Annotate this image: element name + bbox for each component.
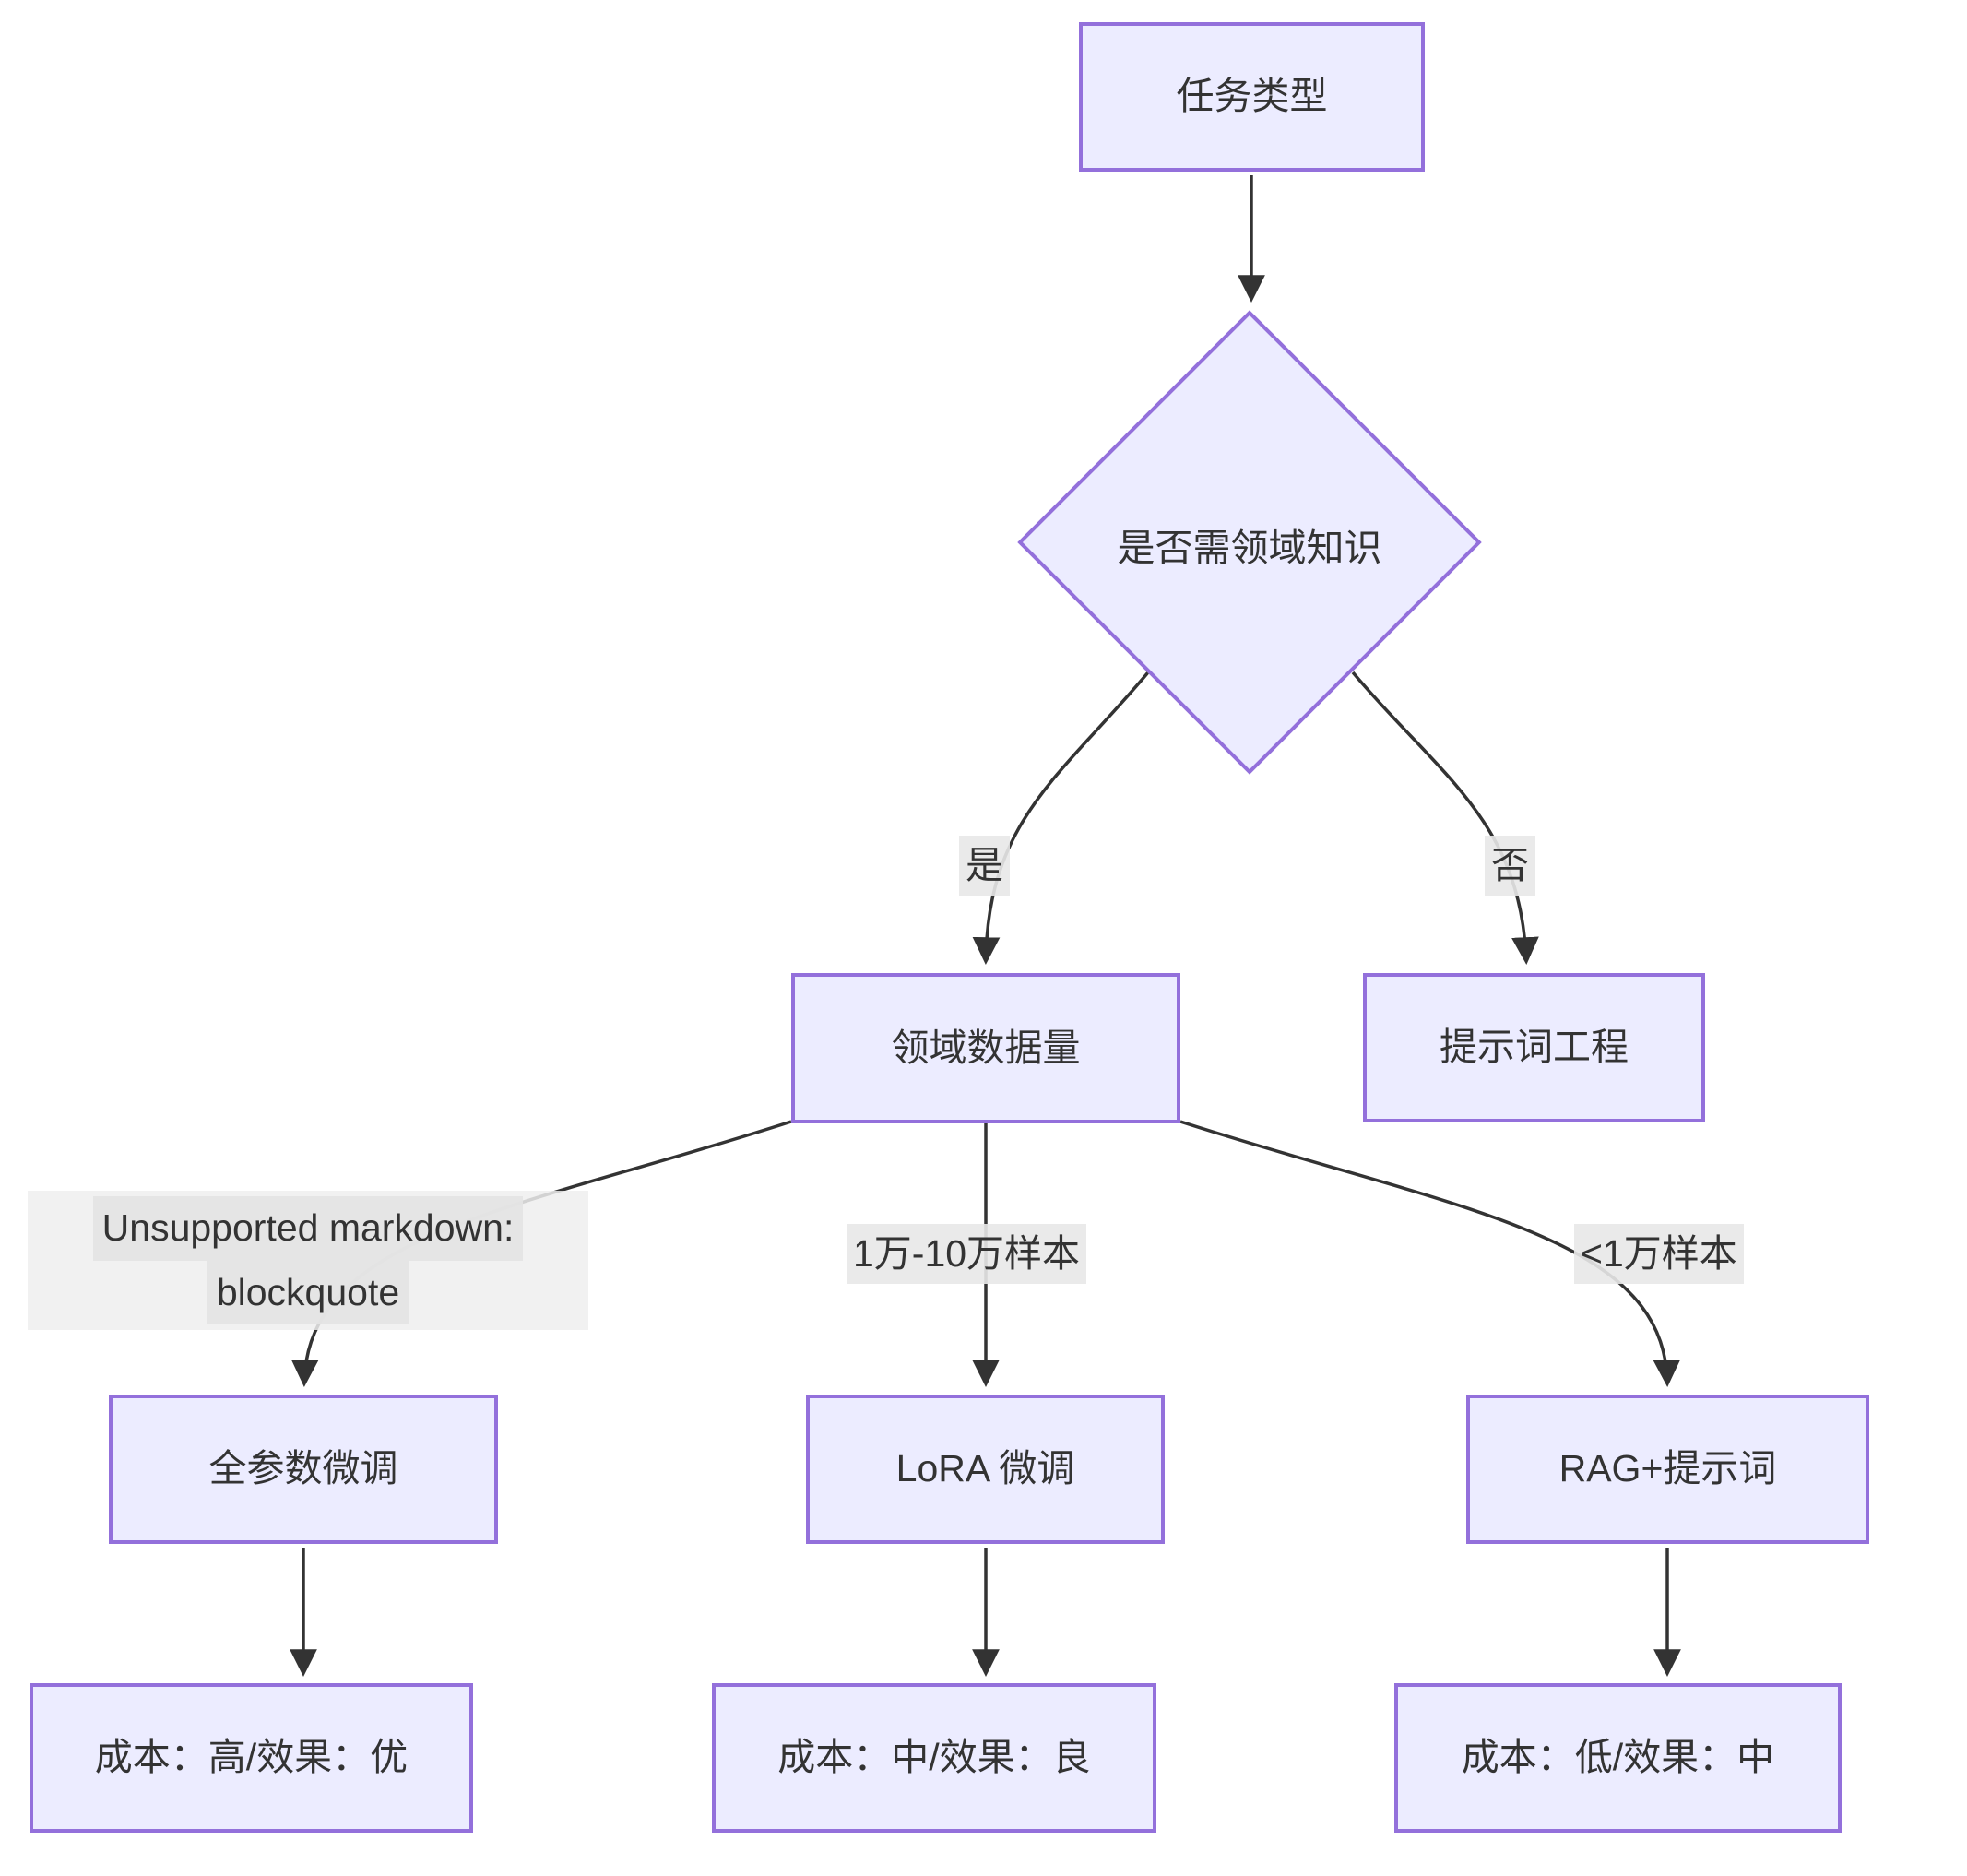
node-lora-finetune: LoRA 微调 [806,1395,1165,1544]
node-cost-low-label: 成本：低/效果：中 [1461,1736,1775,1779]
edge-label-mid-samples: 1万-10万样本 [847,1224,1087,1285]
node-cost-high: 成本：高/效果：优 [30,1683,473,1833]
edge-label-small-samples-text: <1万样本 [1581,1232,1737,1275]
node-cost-mid: 成本：中/效果：良 [712,1683,1156,1833]
edge-decision-no [1351,671,1539,965]
edge-label-yes: 是 [959,836,1010,896]
node-prompt-engineering-label: 提示词工程 [1440,1026,1629,1069]
node-lora-finetune-label: LoRA 微调 [895,1447,1075,1490]
node-full-finetune-label: 全参数微调 [208,1447,398,1490]
edge-decision-yes [972,671,1150,965]
node-task-type-label: 任务类型 [1176,75,1328,118]
edge-domain-to-rag [1179,1120,1681,1387]
edge-label-no-text: 否 [1491,844,1529,886]
edge-label-unsupported-markdown: Unsupported markdown: blockquote [28,1191,588,1331]
node-cost-high-label: 成本：高/效果：优 [94,1736,409,1779]
node-decision-label: 是否需领域知识 [1019,509,1480,579]
node-cost-low: 成本：低/效果：中 [1394,1683,1842,1833]
node-full-finetune: 全参数微调 [109,1395,498,1544]
node-task-type: 任务类型 [1079,22,1425,172]
edge-label-no: 否 [1485,836,1535,896]
node-domain-data: 领域数据量 [791,973,1180,1123]
node-rag-prompt: RAG+提示词 [1466,1395,1869,1544]
edge-label-small-samples: <1万样本 [1574,1224,1744,1285]
edge-label-unsupported-line2: blockquote [207,1260,409,1325]
edge-label-yes-text: 是 [966,844,1003,886]
node-prompt-engineering: 提示词工程 [1363,973,1705,1122]
node-domain-data-label: 领域数据量 [891,1026,1081,1069]
node-rag-prompt-label: RAG+提示词 [1558,1447,1777,1490]
node-decision-text: 是否需领域知识 [1117,527,1382,569]
edge-label-mid-samples-text: 1万-10万样本 [853,1232,1081,1275]
edge-label-unsupported-line1: Unsupported markdown: [92,1196,524,1261]
node-cost-mid-label: 成本：中/效果：良 [777,1736,1091,1779]
